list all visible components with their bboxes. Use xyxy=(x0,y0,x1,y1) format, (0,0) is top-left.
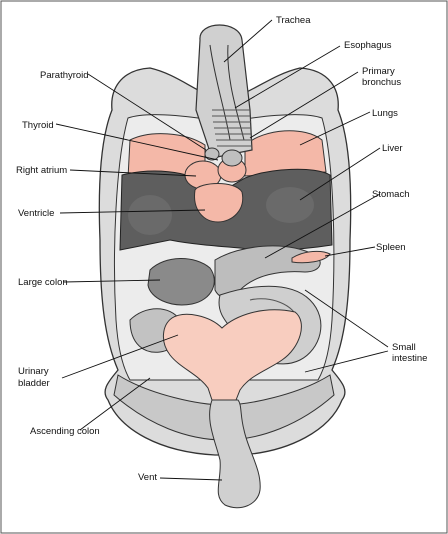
label-lungs: Lungs xyxy=(372,108,398,119)
label-parathyroid: Parathyroid xyxy=(40,70,89,81)
label-thyroid: Thyroid xyxy=(22,120,54,131)
label-trachea: Trachea xyxy=(276,15,311,26)
label-small-intestine-line1: Small xyxy=(392,342,416,353)
label-large-colon: Large colon xyxy=(18,277,68,288)
parathyroid-gland xyxy=(204,147,220,161)
label-ascending-colon: Ascending colon xyxy=(30,426,100,437)
urinary-bladder xyxy=(163,309,302,401)
large-colon xyxy=(147,258,215,306)
label-small-intestine-line2: intestine xyxy=(392,353,427,364)
label-spleen: Spleen xyxy=(376,242,406,253)
spleen xyxy=(291,250,331,264)
lungs xyxy=(127,130,327,179)
neck-structures xyxy=(195,24,253,167)
label-urinary-bladder-line2: bladder xyxy=(18,378,50,389)
label-primary-bronchus-line2: bronchus xyxy=(362,77,401,88)
label-liver: Liver xyxy=(382,143,403,154)
label-urinary-bladder-line1: Urinary xyxy=(18,366,49,377)
leader-lines xyxy=(55,19,389,481)
label-ventricle: Ventricle xyxy=(18,208,54,219)
label-stomach: Stomach xyxy=(372,189,410,200)
thyroid-gland xyxy=(221,149,243,167)
label-esophagus: Esophagus xyxy=(344,40,392,51)
label-vent: Vent xyxy=(138,472,157,483)
label-primary-bronchus-line1: Primary xyxy=(362,66,395,77)
trachea-rings xyxy=(212,109,252,147)
ventricle-shape xyxy=(194,183,244,223)
label-right-atrium: Right atrium xyxy=(16,165,67,176)
vent-tail xyxy=(209,399,261,509)
